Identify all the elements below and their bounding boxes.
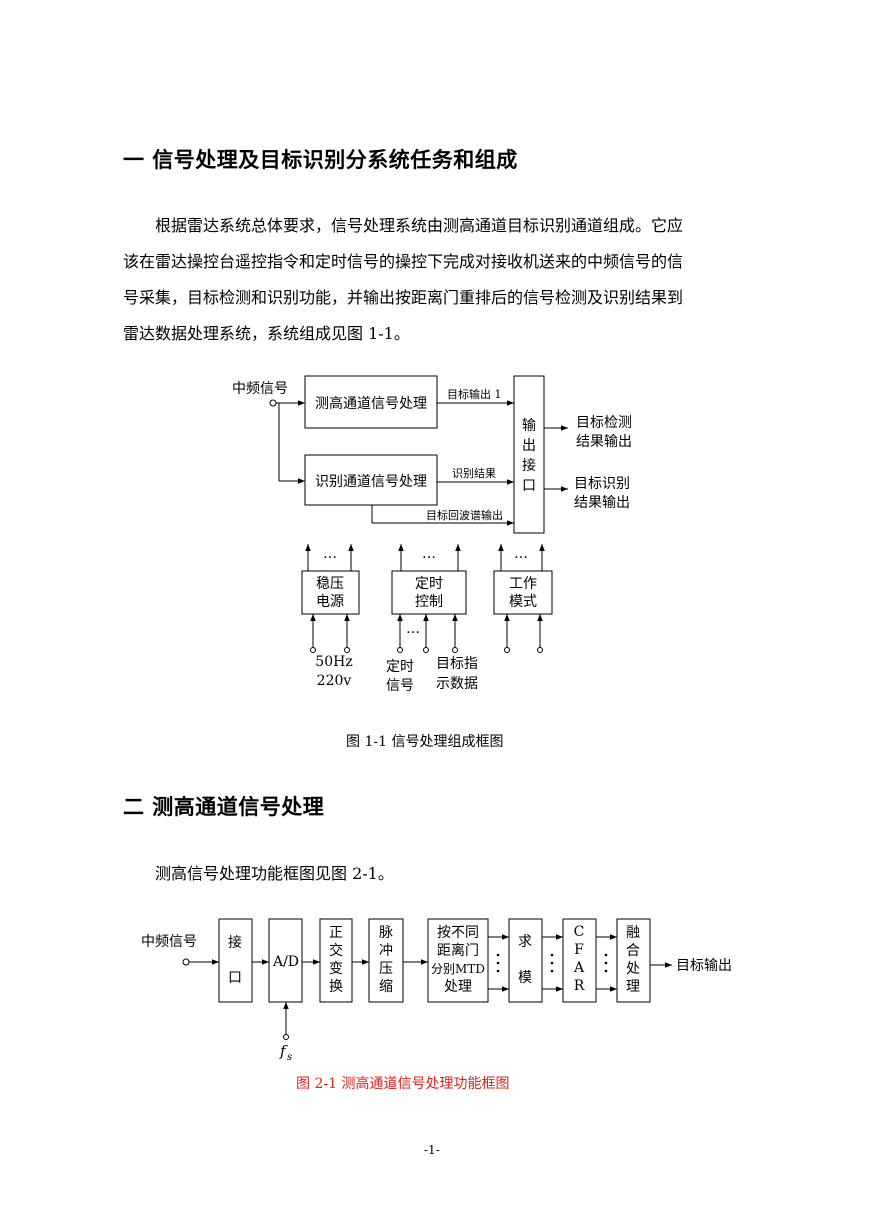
svg-text:A: A bbox=[573, 960, 585, 976]
svg-text:距离门: 距离门 bbox=[437, 942, 479, 959]
svg-text:正: 正 bbox=[329, 925, 343, 941]
echo-spectrum-label: 目标回波谱输出 bbox=[426, 508, 503, 522]
svg-text:压: 压 bbox=[379, 961, 393, 977]
svg-text:R: R bbox=[574, 978, 585, 994]
svg-text:F: F bbox=[574, 942, 584, 958]
section-1-paragraph: 根据雷达系统总体要求，信号处理系统由测高通道目标识别通道组成。它应 该在雷达操控… bbox=[123, 208, 763, 352]
interface-label: 接 口 bbox=[228, 934, 242, 986]
svg-text:处理: 处理 bbox=[444, 979, 472, 995]
mtd-box bbox=[427, 918, 489, 1003]
svg-text:出: 出 bbox=[522, 438, 536, 454]
identify-result-label: 识别结果 bbox=[452, 467, 496, 480]
svg-text:变: 变 bbox=[329, 961, 343, 977]
figure-1-1-caption: 图 1-1 信号处理组成框图 bbox=[346, 734, 504, 750]
svg-text:模: 模 bbox=[518, 970, 532, 986]
fig2-input-label: 中频信号 bbox=[141, 934, 197, 950]
input-terminal-icon bbox=[182, 958, 190, 966]
svg-text:接: 接 bbox=[228, 934, 242, 951]
fs-label: f bbox=[279, 1042, 288, 1060]
power-supply-box bbox=[301, 570, 360, 615]
timing-signal-label: 信号 bbox=[386, 678, 414, 694]
quadrature-box bbox=[319, 918, 353, 1003]
svg-text:融: 融 bbox=[626, 925, 640, 941]
ellipsis: … bbox=[323, 546, 337, 562]
work-mode-label: 工作 bbox=[509, 576, 537, 592]
svg-text:合: 合 bbox=[626, 943, 640, 959]
svg-text:交: 交 bbox=[329, 942, 343, 959]
section-2-title: 二 测高通道信号处理 bbox=[123, 795, 325, 819]
power-input-label: 50Hz bbox=[315, 654, 352, 670]
fs-subscript: s bbox=[287, 1052, 292, 1063]
timing-signal-label: 定时 bbox=[386, 659, 414, 675]
height-channel-box bbox=[304, 375, 438, 429]
page-number: -1- bbox=[424, 1143, 440, 1157]
svg-text:处: 处 bbox=[626, 961, 640, 977]
ellipsis: … bbox=[514, 546, 528, 562]
fusion-label: 融 合 处 理 bbox=[626, 925, 640, 995]
timing-control-label: 控制 bbox=[415, 594, 443, 610]
paragraph-line: 根据雷达系统总体要求，信号处理系统由测高通道目标识别通道组成。它应 bbox=[155, 216, 684, 235]
quadrature-label: 正 交 变 换 bbox=[329, 925, 343, 995]
modulus-box bbox=[508, 918, 543, 1003]
mtd-label: 按不同 距离门 分别MTD 处理 bbox=[431, 925, 485, 995]
svg-text:口: 口 bbox=[228, 970, 242, 986]
identify-channel-box bbox=[304, 454, 438, 506]
ad-label: A/D bbox=[272, 954, 299, 970]
identify-output-label: 目标识别 bbox=[574, 476, 630, 492]
svg-text:按不同: 按不同 bbox=[437, 925, 479, 941]
power-input-label: 220v bbox=[317, 673, 352, 689]
output-interface-label: 输 出 接 口 bbox=[522, 418, 536, 494]
figure-2-1-block-diagram: 中频信号 接 口 A/D 正 交 变 换 脉 冲 压 缩 按不同 距离门 分别M… bbox=[141, 918, 732, 1063]
svg-text:冲: 冲 bbox=[379, 943, 393, 959]
cfar-label: C F A R bbox=[573, 924, 585, 994]
svg-text:接: 接 bbox=[522, 457, 536, 474]
fusion-box bbox=[616, 918, 651, 1003]
target-indication-label: 示数据 bbox=[436, 676, 478, 692]
work-mode-box bbox=[493, 570, 553, 615]
timing-control-label: 定时 bbox=[415, 576, 443, 592]
height-channel-label: 测高通道信号处理 bbox=[315, 395, 427, 412]
cfar-box bbox=[562, 918, 597, 1003]
identify-output-label: 结果输出 bbox=[574, 495, 630, 511]
svg-text:理: 理 bbox=[626, 979, 640, 995]
ellipsis: … bbox=[406, 621, 420, 637]
power-supply-label: 稳压 bbox=[316, 576, 344, 592]
paragraph-line: 该在雷达操控台遥控指令和定时信号的操控下完成对接收机送来的中频信号的信 bbox=[123, 252, 684, 271]
svg-text:求: 求 bbox=[518, 934, 532, 950]
figure-1-1-block-diagram: 中频信号 测高通道信号处理 识别通道信号处理 目标输出 1 识别结果 目标回波谱… bbox=[232, 375, 632, 694]
paragraph-line: 雷达数据处理系统，系统组成见图 1-1。 bbox=[123, 324, 410, 343]
svg-text:脉: 脉 bbox=[379, 925, 393, 941]
ellipsis: … bbox=[422, 546, 436, 562]
detect-output-label: 目标检测 bbox=[576, 415, 632, 431]
figure-2-1-caption: 图 2-1 测高通道信号处理功能框图 bbox=[296, 1076, 510, 1092]
fig1-input-label: 中频信号 bbox=[232, 381, 288, 397]
svg-text:分别MTD: 分别MTD bbox=[431, 962, 485, 976]
section-2-paragraph: 测高信号处理功能框图见图 2-1。 bbox=[155, 864, 394, 883]
svg-text:输: 输 bbox=[522, 418, 536, 434]
pulse-compression-box bbox=[368, 918, 404, 1003]
pulse-compression-label: 脉 冲 压 缩 bbox=[379, 925, 393, 995]
detect-output-label: 结果输出 bbox=[576, 434, 632, 450]
fig2-output-label: 目标输出 bbox=[676, 958, 732, 974]
svg-text:口: 口 bbox=[522, 478, 536, 494]
input-terminal-icon bbox=[269, 399, 277, 407]
section-1-title: 一 信号处理及目标识别分系统任务和组成 bbox=[123, 148, 518, 172]
identify-channel-label: 识别通道信号处理 bbox=[315, 474, 427, 490]
svg-text:缩: 缩 bbox=[379, 979, 393, 995]
interface-box bbox=[218, 918, 253, 1003]
svg-text:C: C bbox=[574, 924, 585, 940]
work-mode-label: 模式 bbox=[509, 594, 537, 610]
paragraph-line: 号采集，目标检测和识别功能，并输出按距离门重排后的信号检测及识别结果到 bbox=[123, 288, 684, 307]
modulus-label: 求 模 bbox=[518, 934, 532, 986]
target-indication-label: 目标指 bbox=[436, 656, 478, 672]
svg-text:换: 换 bbox=[329, 978, 343, 995]
output-interface-box bbox=[513, 375, 545, 534]
clock-terminal-icon bbox=[283, 1034, 289, 1040]
timing-control-box bbox=[391, 570, 467, 615]
target-output-1-label: 目标输出 1 bbox=[447, 387, 502, 401]
power-supply-label: 电源 bbox=[316, 594, 344, 610]
